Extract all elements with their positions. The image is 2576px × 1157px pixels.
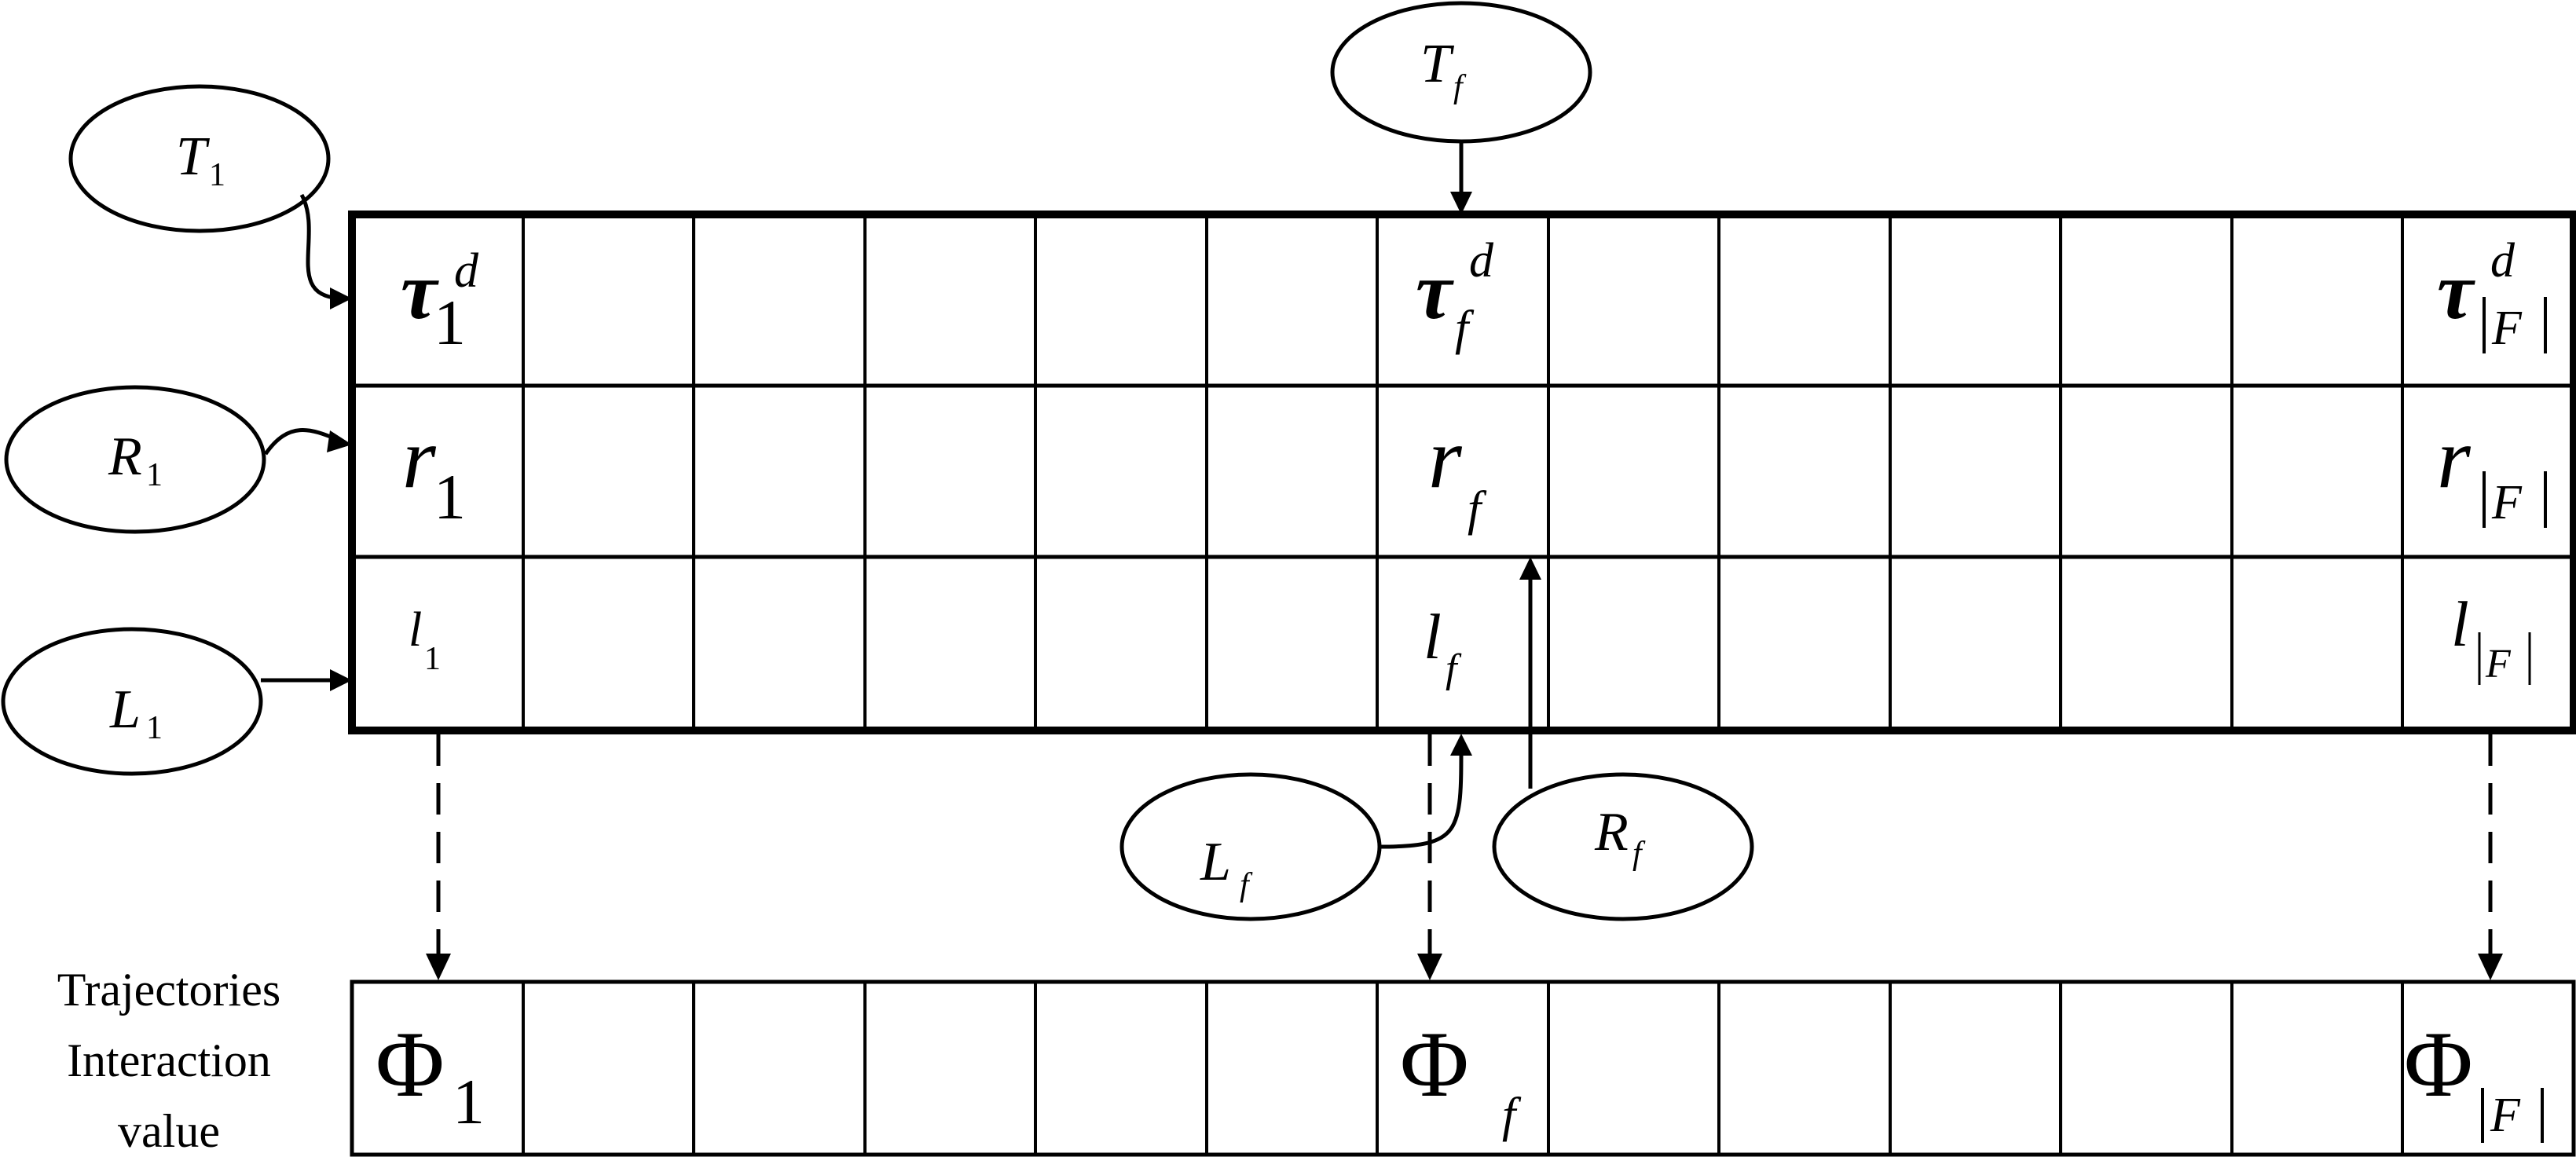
tau-f-label: τ bbox=[1416, 246, 1454, 336]
interaction-value-row bbox=[350, 979, 2576, 1157]
oval-t1 bbox=[68, 84, 331, 233]
dashed-arrowhead-col-1 bbox=[426, 954, 451, 980]
oval-r1-sub: 1 bbox=[146, 457, 163, 493]
l-f-sub: f bbox=[1446, 646, 1462, 691]
phi-f-label: Φ bbox=[1400, 1012, 1469, 1116]
r-F-sub: F bbox=[2491, 476, 2523, 529]
dashed-arrowhead-col-f bbox=[1417, 954, 1442, 980]
l-F-label: l bbox=[2451, 588, 2469, 660]
matrix-column-dividers bbox=[522, 214, 2404, 730]
phi-F-sub: F bbox=[2490, 1089, 2521, 1142]
trajectory-matrix bbox=[348, 211, 2576, 734]
oval-lf bbox=[1119, 772, 1382, 921]
tau-F-sup: d bbox=[2490, 234, 2516, 287]
arrowhead-r1 bbox=[327, 430, 352, 452]
tau-F-sub: F bbox=[2491, 302, 2523, 355]
l-1-label: l bbox=[409, 603, 422, 657]
matrix-outer-border bbox=[348, 211, 2576, 734]
l-1-sub: 1 bbox=[424, 641, 441, 677]
arrowhead-t1 bbox=[330, 287, 352, 309]
oval-l1-sub: 1 bbox=[146, 710, 163, 746]
oval-r1-main: R bbox=[108, 427, 142, 487]
tau-f-sub: f bbox=[1455, 302, 1475, 355]
l-F-sub: F bbox=[2485, 642, 2512, 687]
trajectories-label-line-3: value bbox=[118, 1105, 220, 1157]
oval-rf-main: R bbox=[1594, 802, 1629, 862]
oval-lf-main: L bbox=[1200, 832, 1231, 892]
arrow-t1-to-tau1 bbox=[299, 193, 343, 301]
trajectories-label-line-1: Trajectories bbox=[57, 964, 280, 1016]
phi-1-label: Φ bbox=[376, 1012, 445, 1116]
l-f-label: l bbox=[1424, 601, 1442, 672]
r-1-sub: 1 bbox=[434, 461, 466, 533]
tau-F-label: τ bbox=[2437, 246, 2475, 336]
tau-1-sub: 1 bbox=[434, 287, 466, 358]
phi-F-label: Φ bbox=[2404, 1012, 2473, 1116]
arrowhead-tf bbox=[1450, 192, 1472, 214]
interaction-row-border bbox=[350, 979, 2576, 1157]
arrow-lf-to-lf bbox=[1379, 744, 1464, 849]
arrowhead-lf bbox=[1450, 734, 1472, 756]
oval-t1-sub: 1 bbox=[209, 157, 225, 193]
oval-t1-main: T bbox=[176, 126, 211, 187]
oval-rf bbox=[1492, 772, 1754, 921]
r-f-label: r bbox=[1428, 410, 1463, 506]
r-F-label: r bbox=[2437, 410, 2472, 506]
tau-f-sup: d bbox=[1469, 234, 1494, 287]
arrowhead-l1 bbox=[330, 669, 352, 691]
arrowhead-rf bbox=[1519, 557, 1541, 580]
phi-f-sub: f bbox=[1502, 1089, 1522, 1142]
r-f-sub: f bbox=[1468, 482, 1487, 536]
oval-l1-main: L bbox=[109, 679, 141, 740]
interaction-column-dividers bbox=[522, 982, 2404, 1155]
oval-r1 bbox=[4, 385, 266, 534]
trajectories-label-line-2: Interaction bbox=[67, 1034, 271, 1086]
oval-l1 bbox=[1, 627, 263, 776]
tau-1-label: τ bbox=[401, 246, 439, 336]
dashed-arrowhead-col-F bbox=[2478, 954, 2503, 980]
tau-1-sup: d bbox=[454, 244, 479, 298]
r-1-label: r bbox=[402, 410, 437, 506]
oval-tf-main: T bbox=[1420, 34, 1455, 94]
phi-1-sub: 1 bbox=[453, 1066, 485, 1137]
